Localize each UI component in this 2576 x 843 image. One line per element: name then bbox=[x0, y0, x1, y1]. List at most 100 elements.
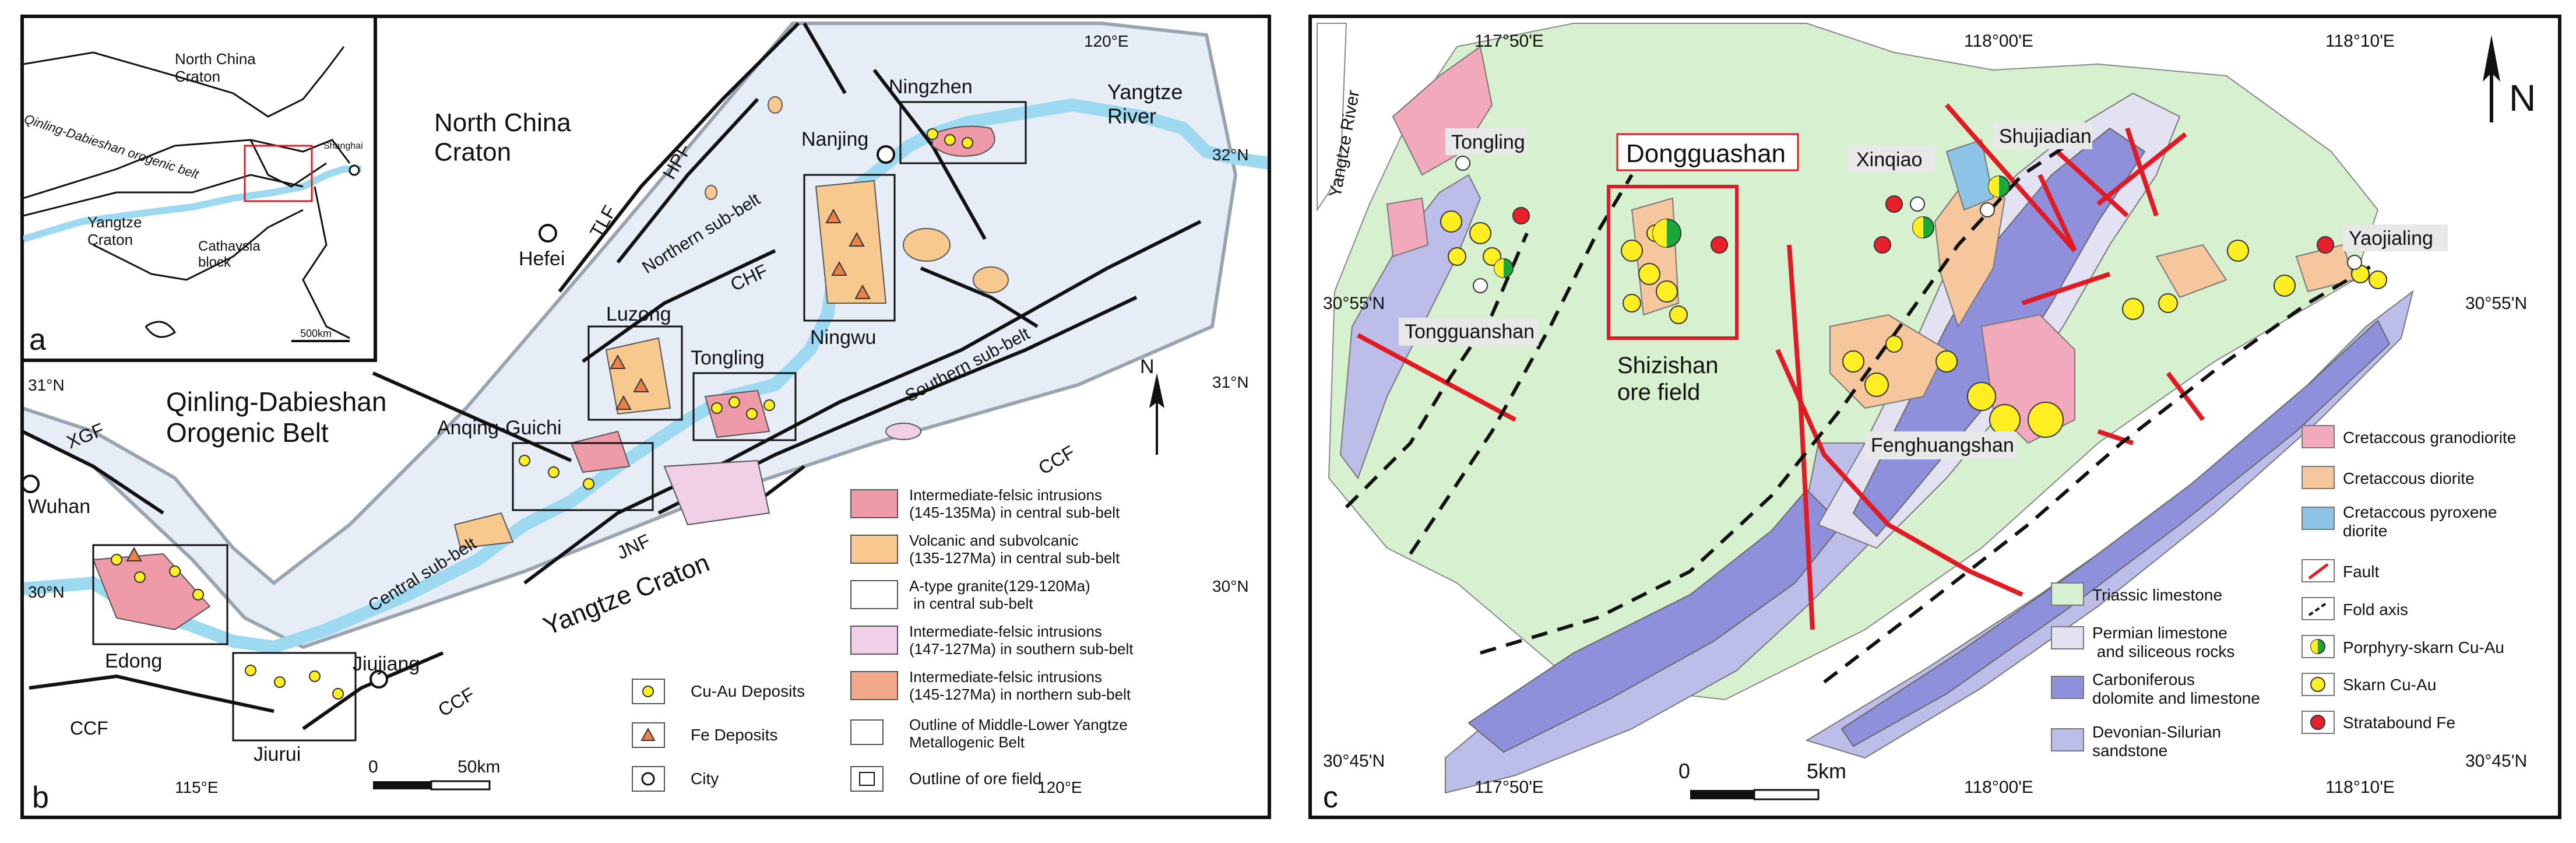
svg-text:Cretaccous granodiorite: Cretaccous granodiorite bbox=[2343, 428, 2516, 447]
coord-label: 120°E bbox=[1084, 32, 1129, 50]
north-arrow-c: N bbox=[2483, 35, 2536, 122]
coord-label: 117°50'E bbox=[1474, 31, 1544, 51]
inset-scale: 500km bbox=[300, 328, 332, 339]
svg-text:N: N bbox=[1140, 356, 1155, 378]
svg-text:Permian limestone and siliceou: Permian limestone and siliceous rocks bbox=[2092, 624, 2234, 661]
svg-text:Volcanic and subvolcanic(135-1: Volcanic and subvolcanic(135-127Ma) in c… bbox=[909, 532, 1120, 567]
porphyry-skarn bbox=[1494, 175, 2010, 278]
svg-text:Shujiadian: Shujiadian bbox=[1999, 125, 2092, 147]
svg-text:Cu-Au Deposits: Cu-Au Deposits bbox=[691, 682, 805, 700]
svg-text:N: N bbox=[2509, 77, 2536, 119]
svg-text:Porphyry-skarn Cu-Au: Porphyry-skarn Cu-Au bbox=[2343, 638, 2504, 656]
coord-label: 31°N bbox=[1212, 373, 1249, 391]
svg-text:Xinqiao: Xinqiao bbox=[1856, 149, 1922, 171]
svg-text:Fenghuangshan: Fenghuangshan bbox=[1871, 434, 2014, 456]
ore-field-label: Luzong bbox=[606, 303, 671, 325]
southeast-core bbox=[1840, 319, 2391, 747]
city-label: Wuhan bbox=[28, 496, 90, 518]
ore-field-label: Anqing-Guichi bbox=[437, 417, 562, 439]
panel-letter: a bbox=[29, 323, 46, 357]
coord-label: 115°E bbox=[175, 778, 219, 796]
legend-panel-b: Intermediate-felsic intrusions(145-135Ma… bbox=[632, 486, 1134, 792]
ore-field-label: Tongling bbox=[691, 347, 765, 369]
coord-label: 118°00'E bbox=[1964, 778, 2033, 797]
svg-text:Fold axis: Fold axis bbox=[2343, 600, 2408, 619]
ore-field-boxes bbox=[92, 101, 1027, 742]
panel-c-map: Yangtze River bbox=[1308, 15, 2561, 819]
svg-text:Tongguanshan: Tongguanshan bbox=[1405, 321, 1535, 343]
ore-field-label: Ningwu bbox=[810, 326, 876, 349]
city-markers-c bbox=[1455, 156, 2362, 293]
panel-letter: c bbox=[1323, 781, 1338, 814]
ore-field-label: Jiurui bbox=[254, 743, 301, 765]
svg-text:Triassic limestone: Triassic limestone bbox=[2092, 586, 2222, 604]
scale-bar: 0 50km bbox=[368, 757, 500, 791]
svg-text:Outline of ore field: Outline of ore field bbox=[909, 770, 1041, 788]
svg-text:Yaojialing: Yaojialing bbox=[2349, 227, 2433, 250]
svg-text:Cretaccous diorite: Cretaccous diorite bbox=[2343, 469, 2475, 487]
ore-field-label: Ningzhen bbox=[889, 76, 973, 98]
city-markers bbox=[22, 145, 895, 689]
inset-shanghai: Shanghai bbox=[323, 141, 363, 151]
svg-text:A-type granite(129-120Ma) in c: A-type granite(129-120Ma) in central sub… bbox=[909, 577, 1090, 612]
coord-label: 117°50'E bbox=[1474, 778, 1544, 797]
coord-label: 118°10'E bbox=[2325, 31, 2395, 51]
city-label: Nanjing bbox=[801, 128, 868, 150]
svg-text:Fe Deposits: Fe Deposits bbox=[691, 726, 777, 744]
svg-text:Tongling: Tongling bbox=[1451, 131, 1525, 153]
ore-field-label: Edong bbox=[105, 650, 162, 672]
city-label: Hefei bbox=[519, 248, 565, 270]
stratabound-fe bbox=[1512, 195, 2334, 254]
coord-label: 32°N bbox=[1212, 146, 1249, 164]
svg-text:Intermediate-felsic intrusions: Intermediate-felsic intrusions(145-135Ma… bbox=[909, 486, 1120, 521]
north-arrow: N bbox=[1140, 356, 1164, 455]
coord-label: 118°00'E bbox=[1964, 31, 2033, 51]
panel-letter: b bbox=[32, 781, 49, 814]
coord-label: 30°45'N bbox=[2465, 751, 2527, 771]
dongguashan-box bbox=[1616, 133, 1799, 171]
southeast-belt bbox=[1805, 290, 2414, 759]
dongguashan-title: Dongguashan bbox=[1626, 139, 1786, 168]
legend-panel-c: Triassic limestone Permian limestone and… bbox=[2051, 425, 2516, 760]
scale-bar-c: 0 5km bbox=[1678, 759, 1846, 800]
cu-au-deposits bbox=[111, 128, 973, 700]
coord-label: 118°10'E bbox=[2325, 778, 2395, 797]
svg-text:Fault: Fault bbox=[2343, 563, 2379, 581]
svg-text:City: City bbox=[691, 770, 719, 788]
svg-text:Outline of Middle-Lower Yangtz: Outline of Middle-Lower YangtzeMetalloge… bbox=[909, 716, 1128, 751]
svg-text:0: 0 bbox=[1678, 759, 1690, 783]
fe-deposits bbox=[126, 208, 871, 561]
fault-label: CCF bbox=[70, 718, 108, 739]
coord-label: 30°45'N bbox=[1323, 751, 1385, 771]
svg-text:Intermediate-felsic intrusions: Intermediate-felsic intrusions(147-127Ma… bbox=[909, 623, 1134, 658]
coord-label: 31°N bbox=[28, 376, 65, 394]
shizishan-box bbox=[1607, 185, 1739, 340]
svg-text:Skarn Cu-Au: Skarn Cu-Au bbox=[2343, 676, 2436, 694]
coord-label: 30°N bbox=[1212, 577, 1249, 595]
fault-lines-c bbox=[1357, 103, 2205, 630]
svg-text:Intermediate-felsic intrusions: Intermediate-felsic intrusions(145-127Ma… bbox=[909, 668, 1131, 703]
fold-axes bbox=[1345, 138, 2379, 684]
svg-text:50km: 50km bbox=[458, 757, 500, 777]
svg-text:5km: 5km bbox=[1807, 759, 1846, 783]
coord-label: 120°E bbox=[1037, 778, 1082, 796]
coord-label: 30°55'N bbox=[1323, 294, 1385, 313]
coord-label: 30°N bbox=[28, 583, 65, 601]
coord-label: 30°55'N bbox=[2465, 294, 2527, 313]
svg-text:Stratabound Fe: Stratabound Fe bbox=[2343, 714, 2455, 732]
yangtze-river bbox=[22, 99, 1269, 654]
svg-text:0: 0 bbox=[368, 757, 378, 777]
